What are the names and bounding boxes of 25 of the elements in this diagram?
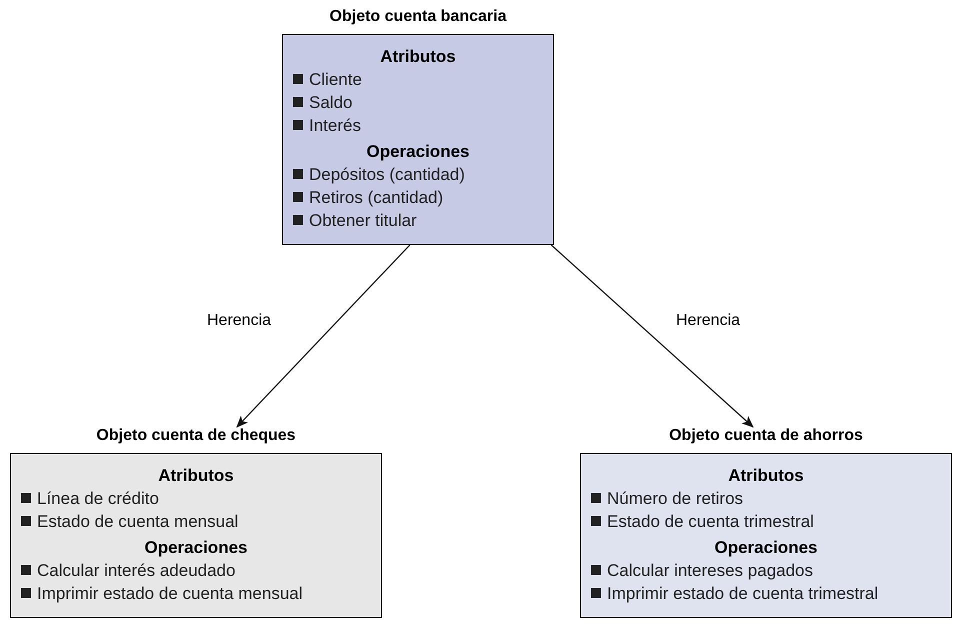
list-item: Depósitos (cantidad) bbox=[293, 163, 543, 186]
list-item: Calcular intereses pagados bbox=[591, 559, 941, 582]
section-heading: Operaciones bbox=[144, 537, 248, 559]
list-item: Estado de cuenta mensual bbox=[21, 510, 371, 533]
list-item: Línea de crédito bbox=[21, 487, 371, 510]
object-title: Objeto cuenta bancaria bbox=[328, 8, 508, 26]
list-item: Interés bbox=[293, 114, 543, 137]
list-item: Estado de cuenta trimestral bbox=[591, 510, 941, 533]
object-title: Objeto cuenta de cheques bbox=[95, 427, 297, 445]
list-item: Retiros (cantidad) bbox=[293, 186, 543, 209]
list-item: Saldo bbox=[293, 91, 543, 114]
list-item: Imprimir estado de cuenta trimestral bbox=[591, 582, 941, 605]
list-item: Calcular interés adeudado bbox=[21, 559, 371, 582]
arrow bbox=[236, 244, 410, 428]
section-heading: Operaciones bbox=[714, 537, 818, 559]
list-item: Cliente bbox=[293, 68, 543, 91]
list-item: Imprimir estado de cuenta mensual bbox=[21, 582, 371, 605]
arrow bbox=[550, 244, 754, 428]
section-heading: Operaciones bbox=[366, 141, 470, 163]
section-heading: Atributos bbox=[157, 465, 235, 487]
section-heading: Atributos bbox=[727, 465, 805, 487]
section-heading: Atributos bbox=[379, 46, 457, 68]
list-item: Obtener titular bbox=[293, 209, 543, 232]
object-title: Objeto cuenta de ahorros bbox=[668, 427, 864, 445]
list-item: Número de retiros bbox=[591, 487, 941, 510]
